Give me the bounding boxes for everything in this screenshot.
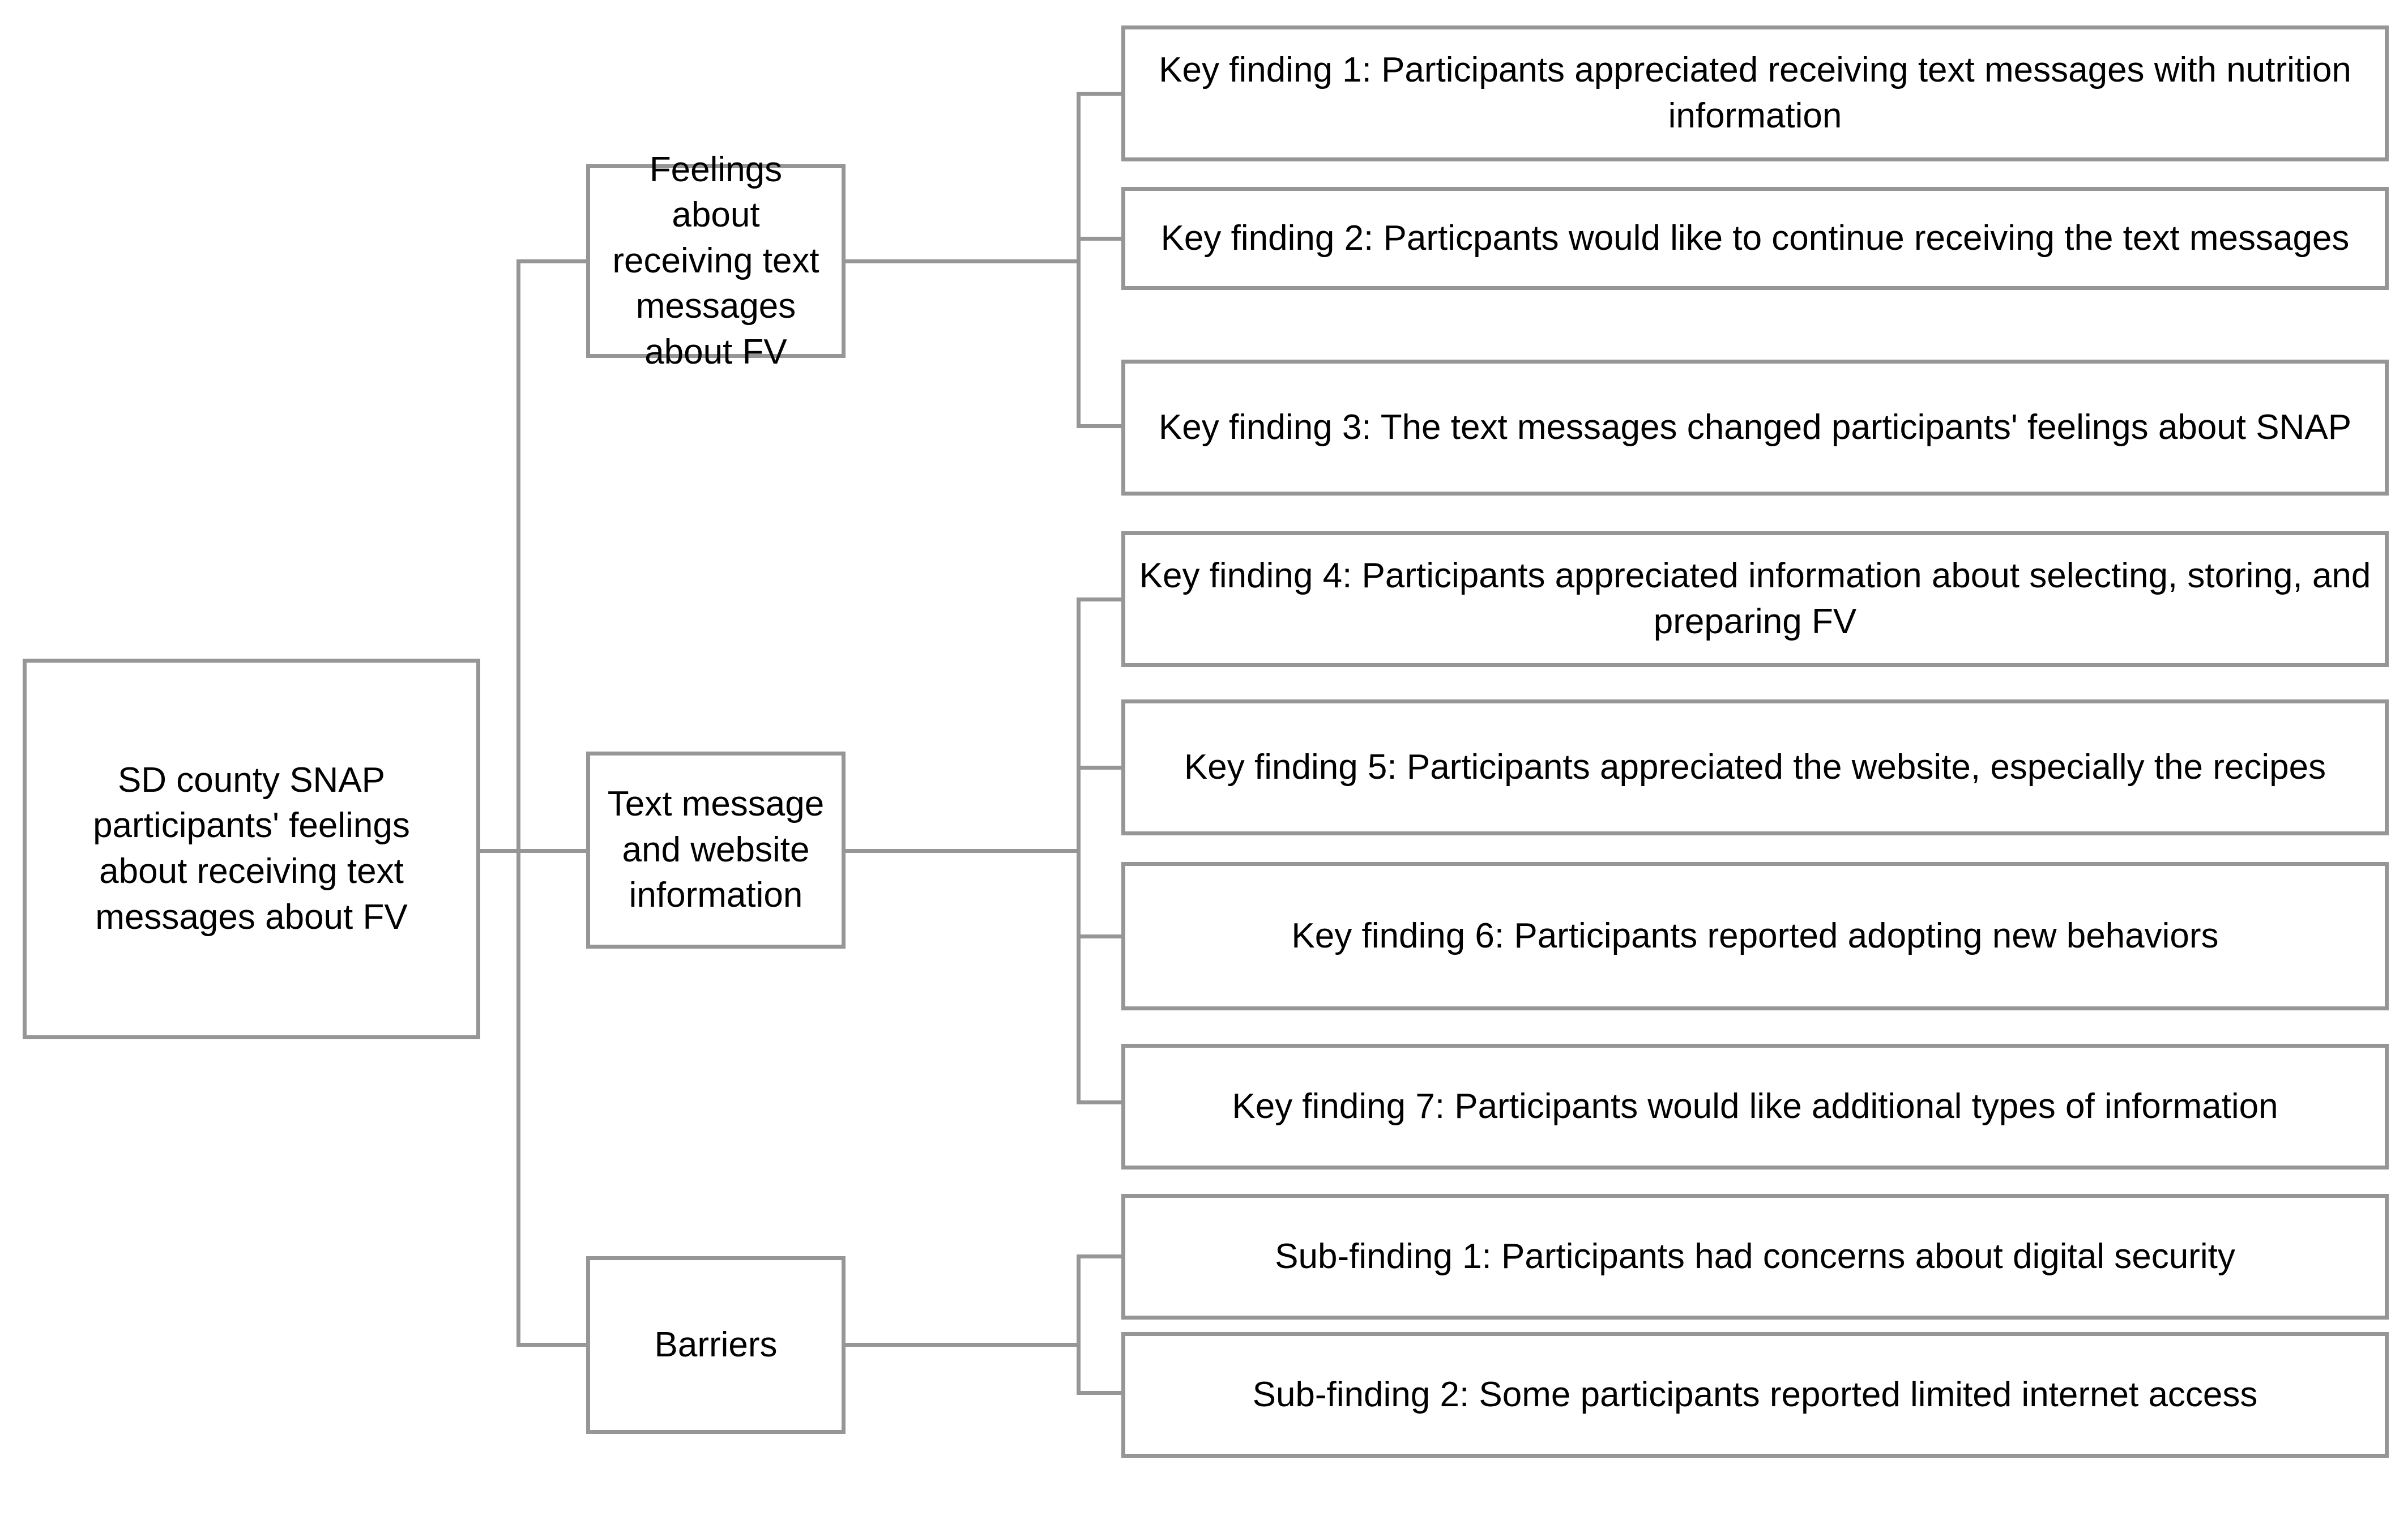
- finding-node-key-finding-7-label: Key finding 7: Participants would like a…: [1232, 1086, 2278, 1126]
- connector-textmsg-bus: [1077, 597, 1081, 1104]
- finding-node-key-finding-7: Key finding 7: Participants would like a…: [1121, 1044, 2389, 1170]
- finding-node-key-finding-4-label: Key finding 4: Participants appreciated …: [1139, 556, 2371, 641]
- connector-main-trunk: [516, 259, 520, 1347]
- connector-barriers-stub: [843, 1343, 1081, 1347]
- category-node-textmsg-label: Text message and website information: [607, 784, 825, 915]
- connector-feelings-stub: [843, 259, 1081, 263]
- root-node-label: SD county SNAP participants' feelings ab…: [93, 760, 410, 937]
- connector-trunk-to-barriers: [516, 1343, 590, 1347]
- category-node-text-message-and-website-information: Text message and website information: [586, 752, 846, 949]
- root-node: SD county SNAP participants' feelings ab…: [23, 659, 480, 1039]
- finding-node-key-finding-5: Key finding 5: Participants appreciated …: [1121, 699, 2389, 835]
- connector-trunk-to-textmsg: [516, 849, 590, 853]
- category-node-barriers: Barriers: [586, 1256, 846, 1434]
- finding-node-key-finding-2: Key finding 2: Particpants would like to…: [1121, 187, 2389, 290]
- finding-node-key-finding-1: Key finding 1: Participants appreciated …: [1121, 25, 2389, 161]
- finding-node-sub-finding-1-label: Sub-finding 1: Participants had concerns…: [1275, 1236, 2235, 1276]
- connector-bus-to-sf2: [1077, 1391, 1125, 1395]
- connector-bus-to-kf4: [1077, 597, 1125, 601]
- finding-node-key-finding-4: Key finding 4: Participants appreciated …: [1121, 531, 2389, 667]
- finding-node-key-finding-3: Key finding 3: The text messages changed…: [1121, 360, 2389, 496]
- connector-bus-to-kf7: [1077, 1100, 1125, 1104]
- finding-node-sub-finding-2: Sub-finding 2: Some participants reporte…: [1121, 1332, 2389, 1458]
- finding-node-key-finding-6: Key finding 6: Participants reported ado…: [1121, 862, 2389, 1010]
- finding-node-key-finding-2-label: Key finding 2: Particpants would like to…: [1160, 218, 2350, 258]
- category-node-feelings-label: Feelings about receiving text messages a…: [612, 150, 819, 372]
- connector-root-stub: [479, 849, 520, 853]
- finding-node-key-finding-3-label: Key finding 3: The text messages changed…: [1158, 407, 2352, 447]
- connector-feelings-bus: [1077, 92, 1081, 428]
- finding-node-key-finding-6-label: Key finding 6: Participants reported ado…: [1291, 916, 2219, 955]
- connector-textmsg-stub: [843, 849, 1081, 853]
- connector-bus-to-kf5: [1077, 766, 1125, 770]
- category-node-barriers-label: Barriers: [654, 1325, 778, 1364]
- connector-bus-to-kf3: [1077, 424, 1125, 428]
- finding-node-key-finding-1-label: Key finding 1: Participants appreciated …: [1159, 50, 2351, 135]
- finding-node-sub-finding-1: Sub-finding 1: Participants had concerns…: [1121, 1194, 2389, 1320]
- connector-bus-to-sf1: [1077, 1254, 1125, 1258]
- category-node-feelings: Feelings about receiving text messages a…: [586, 150, 846, 372]
- connector-bus-to-kf6: [1077, 934, 1125, 938]
- connector-bus-to-kf2: [1077, 237, 1125, 241]
- connector-bus-to-kf1: [1077, 92, 1125, 96]
- finding-node-key-finding-5-label: Key finding 5: Participants appreciated …: [1184, 747, 2326, 787]
- finding-node-sub-finding-2-label: Sub-finding 2: Some participants reporte…: [1252, 1375, 2258, 1414]
- connector-trunk-to-feelings: [516, 259, 590, 263]
- connector-barriers-bus: [1077, 1254, 1081, 1395]
